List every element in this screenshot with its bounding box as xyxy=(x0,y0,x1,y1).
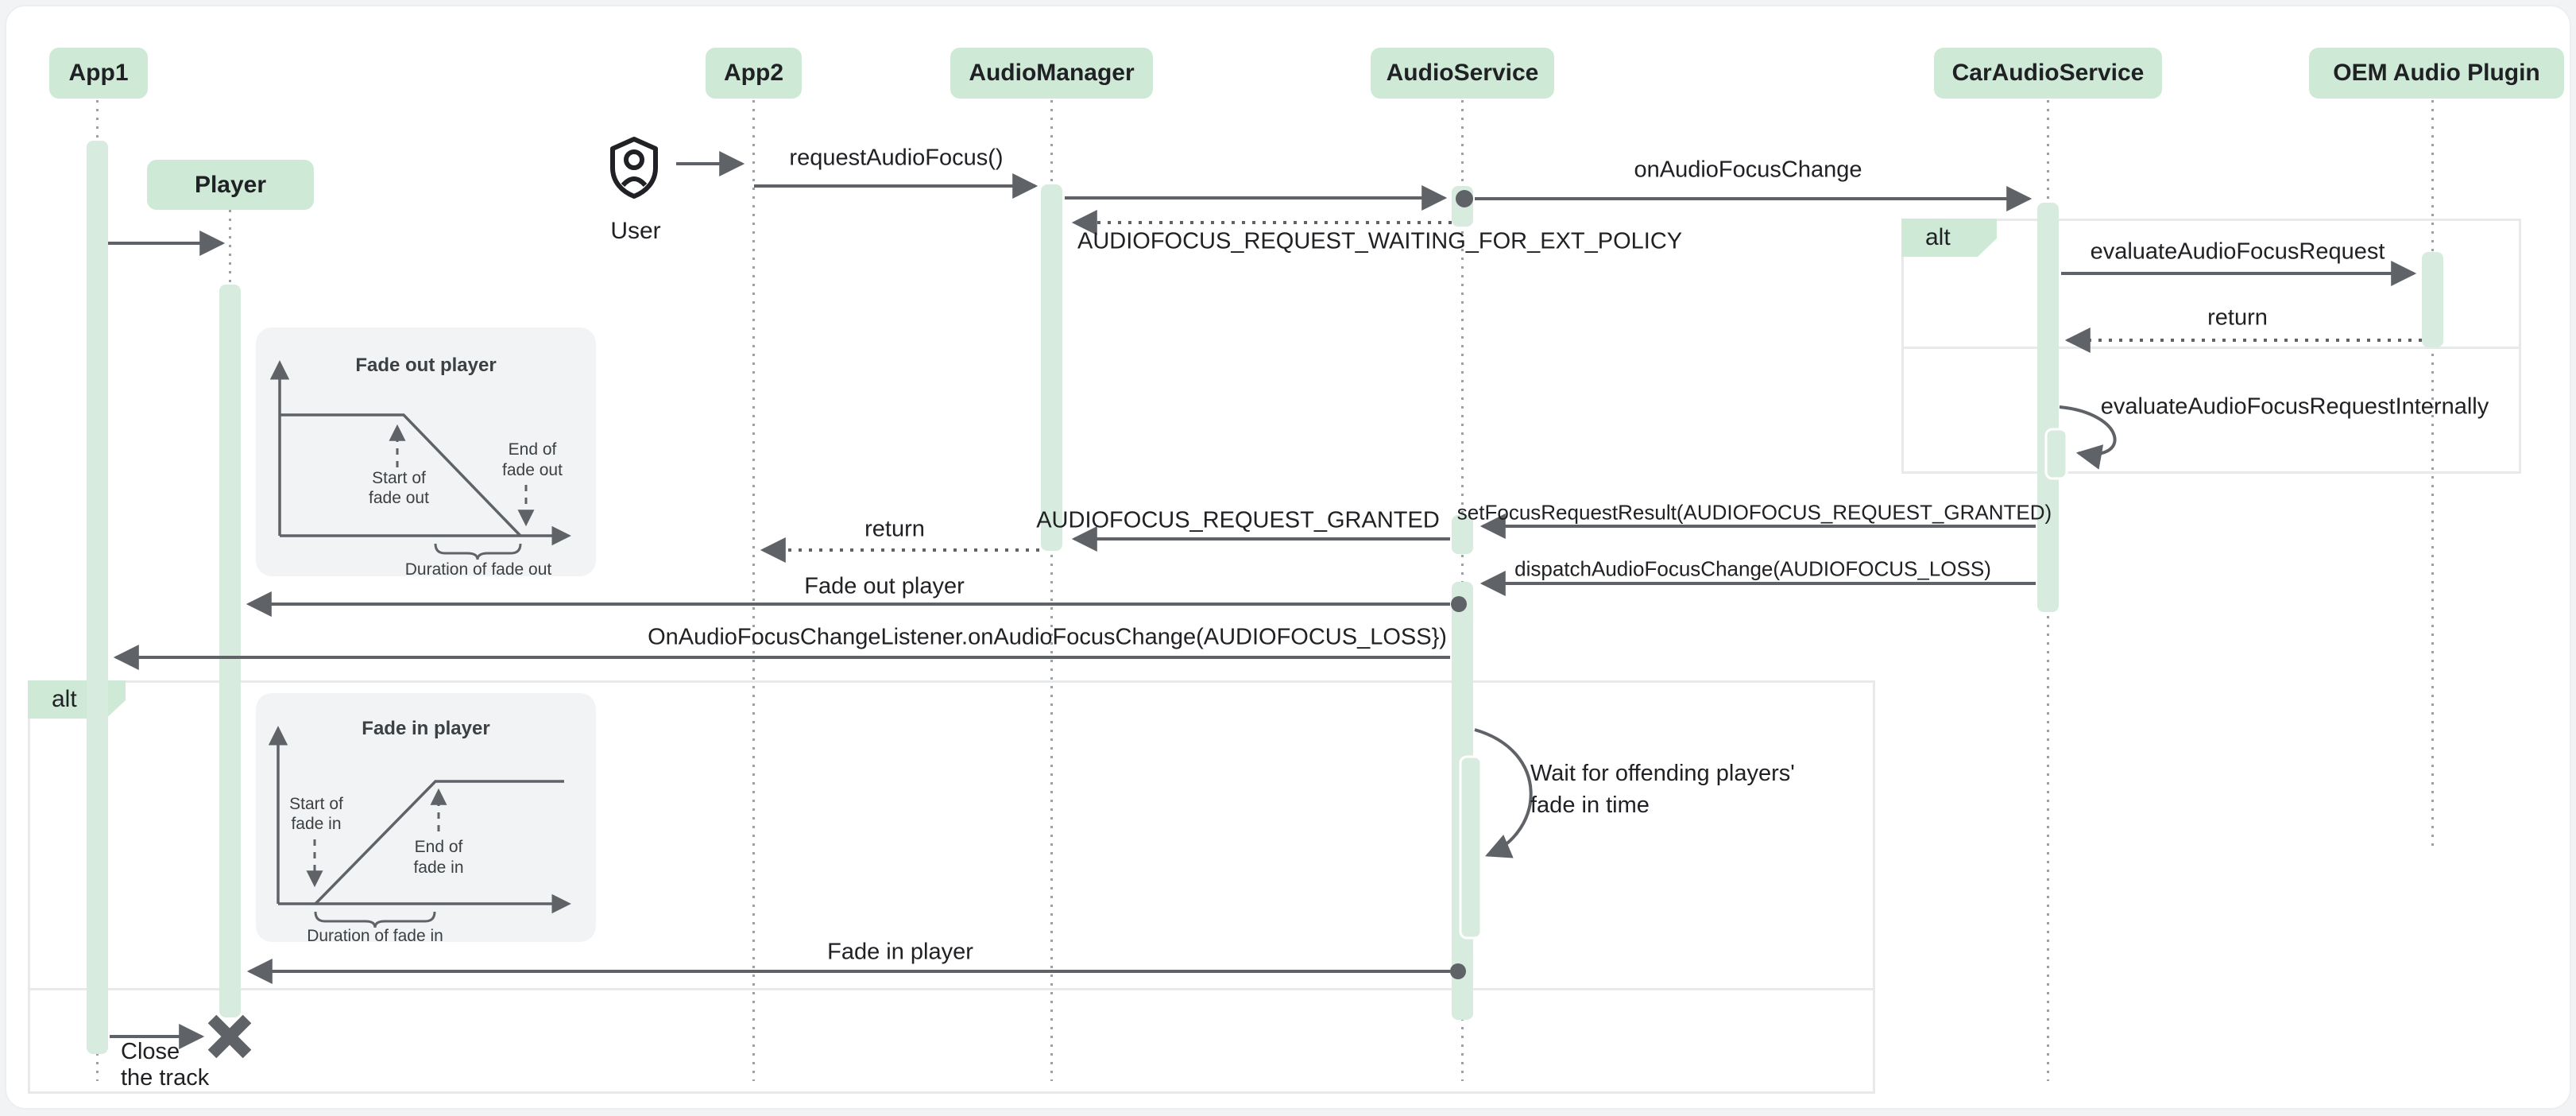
participant-label: App2 xyxy=(724,60,783,86)
label-waiting-policy: AUDIOFOCUS_REQUEST_WAITING_FOR_EXT_POLIC… xyxy=(1077,228,1683,254)
participant-label: OEM Audio Plugin xyxy=(2333,60,2540,86)
label-request-audio-focus: requestAudioFocus() xyxy=(789,145,1004,171)
label-set-focus-request-result: setFocusRequestResult(AUDIOFOCUS_REQUEST… xyxy=(1456,500,2052,525)
participant-player: Player xyxy=(147,160,314,210)
fade-in-player-inset: Fade in player Start of fade in End of f… xyxy=(256,693,596,942)
alt-frame-left-tab: alt xyxy=(28,680,126,719)
participant-label: App1 xyxy=(68,60,129,86)
participant-label: AudioManager xyxy=(969,60,1135,86)
label-wait-for-fade-in: Wait for offending players' fade in time xyxy=(1530,758,1795,821)
label-wait-line2: fade in time xyxy=(1530,792,1650,818)
label-request-granted: AUDIOFOCUS_REQUEST_GRANTED xyxy=(1036,507,1440,533)
participant-app1: App1 xyxy=(49,48,148,99)
label-fade-in-player: Fade in player xyxy=(827,939,973,965)
label-on-audio-focus-change: onAudioFocusChange xyxy=(1634,157,1862,183)
participant-oem-audio-plugin: OEM Audio Plugin xyxy=(2309,48,2564,99)
participant-label: CarAudioService xyxy=(1951,60,2145,86)
label-fade-out-player: Fade out player xyxy=(804,573,965,599)
fade-out-end-label-1: End of xyxy=(509,440,557,459)
alt-frame-right-divider xyxy=(1904,347,2519,349)
fade-out-inset-title: Fade out player xyxy=(355,355,496,376)
alt-frame-left-divider xyxy=(30,988,1873,990)
fade-out-duration-brace xyxy=(434,543,522,560)
fade-out-start-label-2: fade out xyxy=(369,489,429,507)
fade-out-start-label-1: Start of xyxy=(372,469,426,487)
alt-label: alt xyxy=(1925,224,1951,250)
participant-audio-service: AudioService xyxy=(1371,48,1554,99)
fade-out-duration-label: Duration of fade out xyxy=(405,560,552,576)
label-close-the-track: Close the track xyxy=(121,1039,209,1091)
fade-in-inset-title: Fade in player xyxy=(362,718,489,739)
alt-frame-left xyxy=(28,680,1875,1094)
alt-frame-right xyxy=(1901,219,2521,474)
label-evaluate-request: evaluateAudioFocusRequest xyxy=(2090,238,2385,265)
label-focus-change-listener: OnAudioFocusChangeListener.onAudioFocusC… xyxy=(648,624,1447,650)
inset-background xyxy=(256,327,596,576)
alt-label: alt xyxy=(52,686,77,712)
fade-in-start-label-1: Start of xyxy=(289,795,343,813)
label-close-line1: Close xyxy=(121,1039,180,1064)
participant-car-audio-service: CarAudioService xyxy=(1934,48,2162,99)
fade-in-curve xyxy=(314,780,564,905)
fade-in-duration-brace xyxy=(314,911,436,928)
label-user: User xyxy=(610,218,661,244)
participant-app2: App2 xyxy=(706,48,802,99)
label-dispatch-focus-change: dispatchAudioFocusChange(AUDIOFOCUS_LOSS… xyxy=(1514,556,1991,581)
label-return-app2: return xyxy=(864,516,925,542)
fade-in-start-label-2: fade in xyxy=(291,815,341,833)
alt-frame-right-tab: alt xyxy=(1901,219,1997,257)
fade-in-duration-label: Duration of fade in xyxy=(307,927,443,942)
fade-out-player-inset: Fade out player Start of fade out End of… xyxy=(256,327,596,576)
fade-out-end-label-2: fade out xyxy=(502,461,563,479)
label-wait-line1: Wait for offending players' xyxy=(1530,761,1795,786)
fade-in-end-label-1: End of xyxy=(415,838,463,856)
participant-label: AudioService xyxy=(1386,60,1539,86)
label-evaluate-internally: evaluateAudioFocusRequestInternally xyxy=(2100,393,2489,420)
participant-audio-manager: AudioManager xyxy=(950,48,1153,99)
fade-out-curve xyxy=(280,413,522,537)
label-close-line2: the track xyxy=(121,1065,210,1091)
fade-in-end-label-2: fade in xyxy=(413,858,463,877)
label-return-oem: return xyxy=(2207,304,2268,331)
participant-label: Player xyxy=(194,171,267,198)
